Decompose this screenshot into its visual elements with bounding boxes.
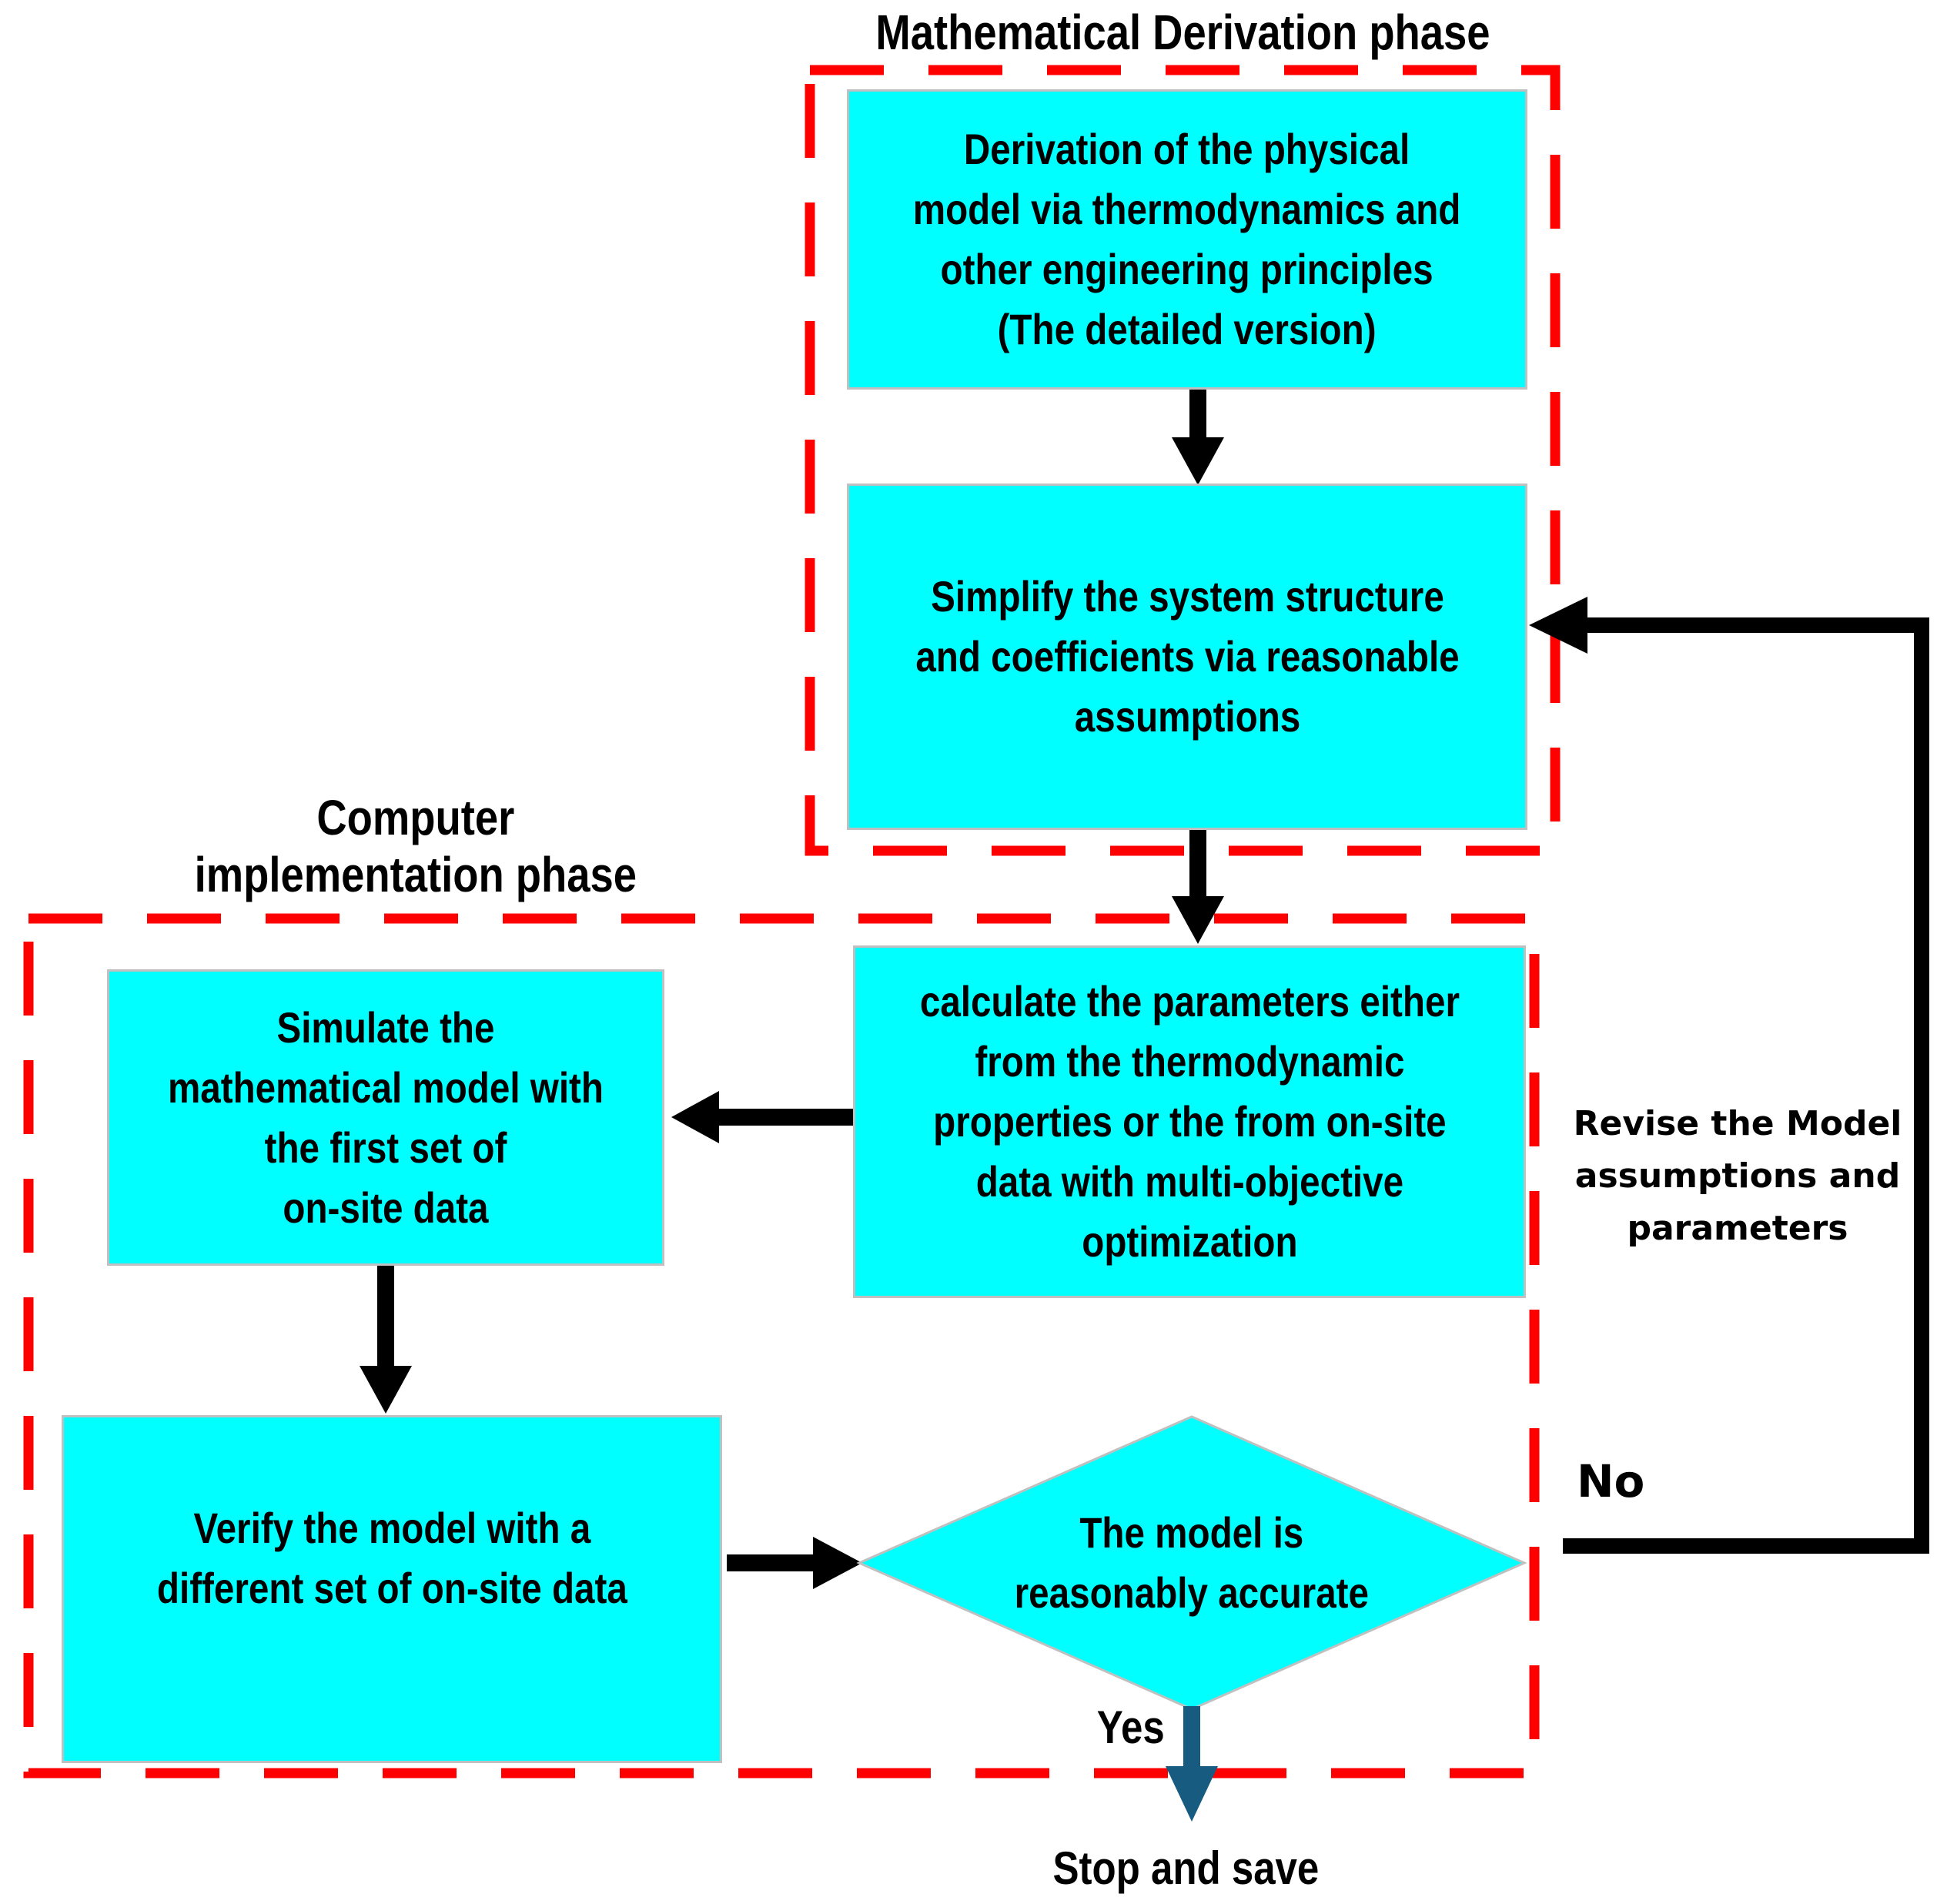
arrow-calculate-to-simulate — [671, 1091, 855, 1143]
process-box-calculate: calculate the parameters either from the… — [853, 945, 1526, 1298]
decision-diamond — [856, 1415, 1527, 1711]
computer-phase-dashed-frame — [23, 913, 1540, 1779]
decision-diamond-label: The model is reasonably accurate — [1014, 1508, 1370, 1617]
arrow-decision-to-stop — [1166, 1706, 1218, 1822]
arrow-derivation-to-simplify — [1172, 388, 1224, 485]
arrow-simplify-to-calculate — [1172, 828, 1224, 944]
feedback-no-line — [1563, 617, 1929, 1554]
arrow-verify-to-decision — [727, 1537, 862, 1589]
process-box-simulate: Simulate the mathematical model with the… — [107, 969, 664, 1266]
arrow-simulate-to-verify — [360, 1264, 412, 1414]
phase-label-mathematical-derivation: Mathematical Derivation phase — [875, 5, 1490, 60]
process-box-derivation: Derivation of the physical model via the… — [847, 89, 1527, 390]
process-box-simplify: Simplify the system structure and coeffi… — [847, 484, 1527, 830]
process-box-verify: Verify the model with a different set of… — [62, 1415, 722, 1763]
label-stop-and-save: Stop and save — [1052, 1842, 1319, 1894]
math-phase-dashed-frame — [805, 65, 1561, 856]
label-revise-model: Revise the Model assumptions and paramet… — [1573, 1104, 1902, 1248]
label-yes: Yes — [1096, 1702, 1165, 1753]
phase-label-computer-implementation: Computer implementation phase — [194, 790, 637, 902]
label-no: No — [1577, 1455, 1645, 1507]
feedback-arrowhead-icon — [1529, 597, 1587, 654]
